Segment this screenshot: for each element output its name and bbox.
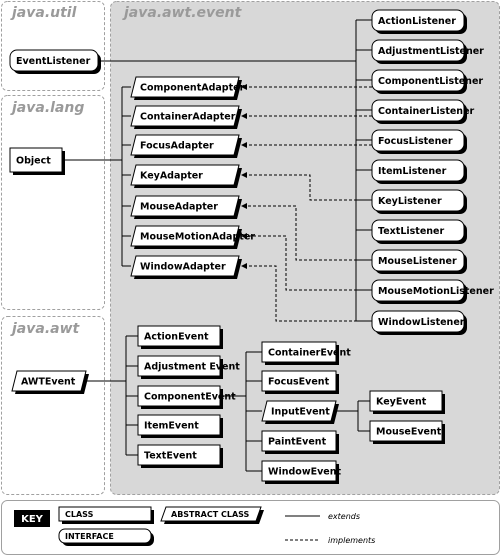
node-label-keyadapter: KeyAdapter bbox=[140, 171, 203, 182]
node-itemevent: ItemEvent bbox=[137, 414, 223, 438]
arrow-mouseadapter bbox=[241, 203, 247, 209]
node-label-mouseadapter: MouseAdapter bbox=[140, 202, 218, 213]
legend-key-badge bbox=[14, 510, 50, 527]
panel-java-lang bbox=[1, 95, 105, 310]
node-containerevent: ContainerEvent bbox=[261, 341, 351, 365]
package-title-lang: java.lang bbox=[10, 100, 84, 116]
arrow-mousemotionadapter bbox=[241, 233, 247, 239]
node-label-containeradapter: ContainerAdapter bbox=[140, 112, 236, 123]
node-label-object: Object bbox=[16, 156, 51, 167]
node-mouselistener: MouseListener bbox=[371, 249, 467, 274]
panel-java-awt bbox=[1, 316, 105, 495]
node-label-awtevent: AWTEvent bbox=[21, 377, 76, 388]
node-eventlistener: EventListener bbox=[9, 49, 101, 74]
node-containerlistener: ContainerListener bbox=[371, 99, 475, 124]
node-textlistener: TextListener bbox=[371, 219, 467, 244]
legend: KEY CLASS ABSTRACT CLASS INTERFACE exten… bbox=[1, 500, 500, 555]
node-adjustment-event: Adjustment Event bbox=[137, 355, 240, 379]
arrow-focusadapter bbox=[241, 142, 247, 148]
package-title-awt: java.awt bbox=[10, 321, 81, 337]
node-label-adjustment-event: Adjustment Event bbox=[144, 362, 240, 373]
node-keyadapter: KeyAdapter bbox=[130, 164, 242, 188]
node-label-mousemotionadapter: MouseMotionAdapter bbox=[140, 232, 255, 243]
node-label-keylistener: KeyListener bbox=[378, 196, 442, 207]
node-label-keyevent: KeyEvent bbox=[376, 397, 427, 408]
relationship-lines bbox=[62, 19, 372, 472]
node-label-mouselistener: MouseListener bbox=[378, 256, 457, 267]
arrow-windowadapter bbox=[241, 263, 247, 269]
node-label-eventlistener: EventListener bbox=[16, 56, 91, 67]
node-mousemotionlistener: MouseMotionListener bbox=[371, 279, 494, 304]
node-label-adjustmentlistener: AdjustmentListener bbox=[378, 46, 484, 57]
arrow-componentadapter bbox=[241, 84, 247, 90]
implements-mouseadapter bbox=[247, 205, 372, 261]
node-object: Object bbox=[9, 147, 65, 175]
node-label-inputevent: InputEvent bbox=[271, 407, 330, 418]
node-label-containerevent: ContainerEvent bbox=[268, 348, 351, 359]
node-label-focusadapter: FocusAdapter bbox=[140, 141, 214, 152]
node-adjustmentlistener: AdjustmentListener bbox=[371, 39, 484, 64]
node-windowadapter: WindowAdapter bbox=[130, 255, 242, 279]
node-label-containerlistener: ContainerListener bbox=[378, 106, 475, 117]
legend-class-box bbox=[58, 506, 152, 522]
node-label-textevent: TextEvent bbox=[144, 451, 197, 462]
node-paintevent: PaintEvent bbox=[261, 430, 339, 454]
node-mousemotionadapter: MouseMotionAdapter bbox=[130, 225, 255, 249]
node-focusadapter: FocusAdapter bbox=[130, 134, 242, 158]
node-label-itemlistener: ItemListener bbox=[378, 166, 447, 177]
node-label-windowadapter: WindowAdapter bbox=[140, 262, 226, 273]
node-componentevent: ComponentEvent bbox=[137, 385, 236, 409]
node-textevent: TextEvent bbox=[137, 444, 223, 468]
legend-implements-label: implements bbox=[328, 536, 375, 545]
node-label-focusevent: FocusEvent bbox=[268, 377, 330, 388]
node-inputevent: InputEvent bbox=[261, 400, 339, 424]
node-label-mousemotionlistener: MouseMotionListener bbox=[378, 286, 494, 297]
node-label-focuslistener: FocusListener bbox=[378, 136, 453, 147]
node-actionlistener: ActionListener bbox=[371, 9, 467, 34]
node-label-actionlistener: ActionListener bbox=[378, 16, 456, 27]
node-containeradapter: ContainerAdapter bbox=[130, 105, 242, 129]
legend-interface-box bbox=[58, 528, 152, 544]
node-label-mouseevent: MouseEvent bbox=[376, 427, 442, 438]
node-label-componentadapter: ComponentAdapter bbox=[140, 83, 245, 94]
node-label-paintevent: PaintEvent bbox=[268, 437, 327, 448]
node-focuslistener: FocusListener bbox=[371, 129, 467, 154]
implements-windowadapter bbox=[247, 265, 372, 322]
node-label-windowevent: WindowEvent bbox=[268, 467, 341, 478]
node-label-actionevent: ActionEvent bbox=[144, 332, 209, 343]
node-keyevent: KeyEvent bbox=[369, 390, 445, 414]
node-windowlistener: WindowListener bbox=[371, 310, 467, 335]
node-focusevent: FocusEvent bbox=[261, 370, 339, 394]
node-itemlistener: ItemListener bbox=[371, 159, 467, 184]
node-label-windowlistener: WindowListener bbox=[378, 317, 465, 328]
package-title-util: java.util bbox=[10, 5, 77, 21]
node-componentlistener: ComponentListener bbox=[371, 69, 483, 94]
implements-keyadapter bbox=[247, 174, 372, 201]
package-title-event: java.awt.event bbox=[122, 5, 243, 21]
node-windowevent: WindowEvent bbox=[261, 460, 341, 484]
node-keylistener: KeyListener bbox=[371, 189, 467, 214]
node-awtevent: AWTEvent bbox=[11, 370, 89, 394]
legend-key-label: KEY bbox=[21, 514, 44, 525]
legend-class-label: CLASS bbox=[65, 510, 94, 519]
node-componentadapter: ComponentAdapter bbox=[130, 76, 245, 100]
node-label-itemevent: ItemEvent bbox=[144, 421, 199, 432]
legend-abstract-class-label: ABSTRACT CLASS bbox=[171, 510, 250, 519]
node-mouseevent: MouseEvent bbox=[369, 420, 445, 444]
node-actionevent: ActionEvent bbox=[137, 325, 223, 349]
legend-extends-label: extends bbox=[328, 512, 360, 521]
legend-abstract-class-box bbox=[160, 506, 262, 522]
arrow-keyadapter bbox=[241, 172, 247, 178]
legend-interface-label: INTERFACE bbox=[65, 532, 114, 541]
node-label-componentevent: ComponentEvent bbox=[144, 392, 236, 403]
node-label-componentlistener: ComponentListener bbox=[378, 76, 483, 87]
node-label-textlistener: TextListener bbox=[378, 226, 444, 237]
node-mouseadapter: MouseAdapter bbox=[130, 195, 242, 219]
arrow-containeradapter bbox=[241, 113, 247, 119]
implements-mousemotionadapter bbox=[247, 235, 372, 291]
